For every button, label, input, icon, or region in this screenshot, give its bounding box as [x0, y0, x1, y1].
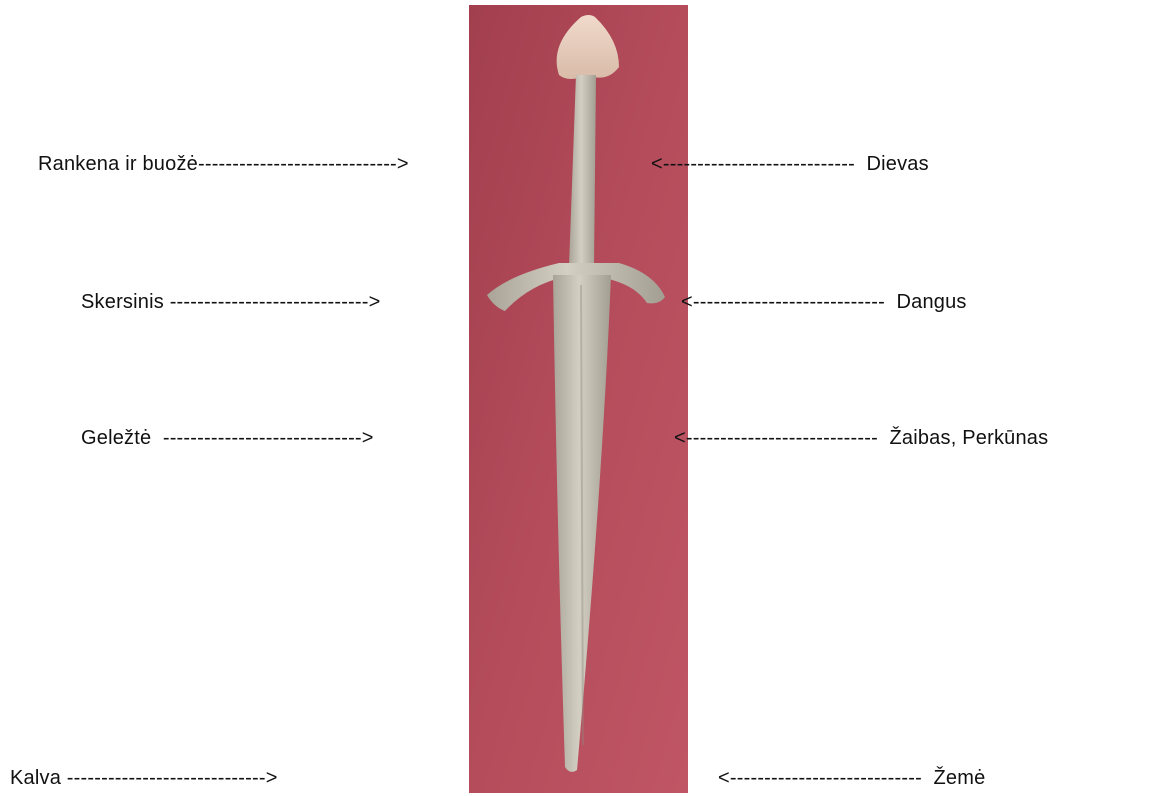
label-sky: <---------------------------- Dangus: [681, 290, 967, 314]
label-blade: Geležtė ----------------------------->: [81, 426, 374, 450]
label-hill: Kalva ----------------------------->: [10, 766, 278, 790]
label-earth: <---------------------------- Žemė: [718, 766, 985, 790]
label-lightning-perkunas: <---------------------------- Žaibas, Pe…: [674, 426, 1048, 450]
label-god: <---------------------------- Dievas: [651, 152, 929, 176]
sword-photo: [469, 5, 688, 793]
label-handle-and-pommel: Rankena ir buožė------------------------…: [38, 152, 409, 176]
label-crossguard: Skersinis ----------------------------->: [81, 290, 381, 314]
